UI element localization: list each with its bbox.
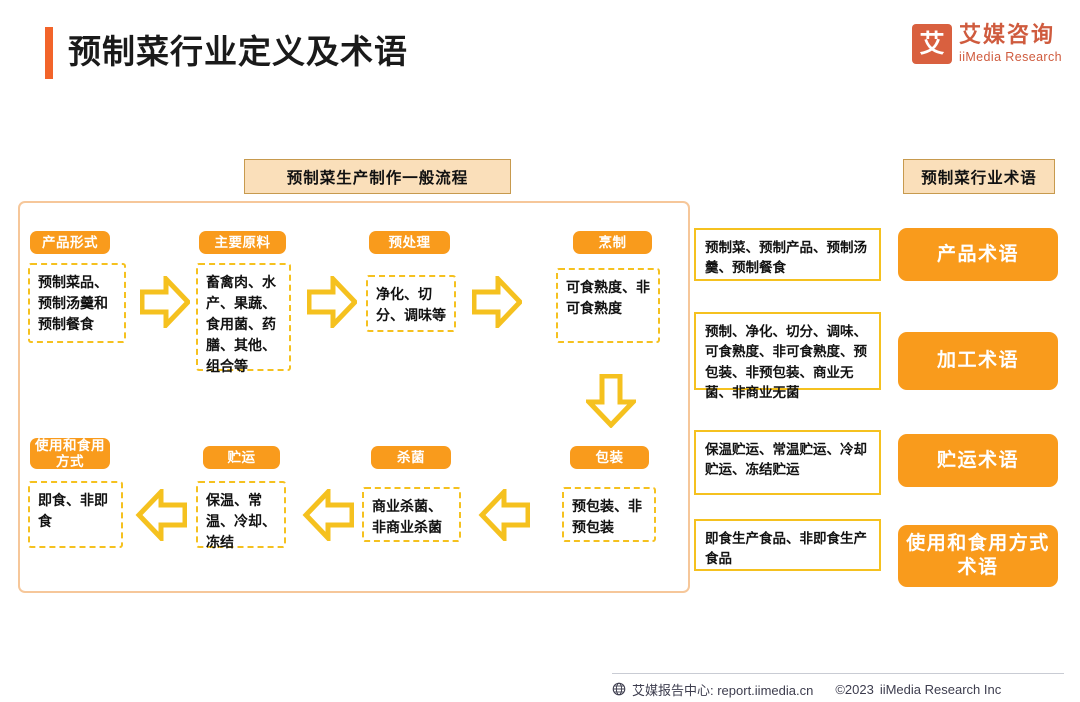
globe-icon <box>612 682 626 696</box>
logo-text: 艾媒咨询 iiMedia Research <box>959 24 1062 64</box>
arrow-down-1 <box>586 374 636 428</box>
flow-label-packaging: 包装 <box>570 446 649 469</box>
flow-label-main-materials: 主要原料 <box>199 231 286 254</box>
logo-mark-icon: 艾 <box>912 24 953 64</box>
arrow-left-1 <box>135 489 187 541</box>
arrow-left-3 <box>478 489 530 541</box>
title-accent-bar <box>45 27 53 79</box>
flow-content-usage-method: 即食、非即食 <box>28 481 123 548</box>
logo-name-en: iiMedia Research <box>959 50 1062 65</box>
arrow-right-1 <box>140 276 190 328</box>
flow-content-pretreatment: 净化、切分、调味等 <box>366 275 456 332</box>
footer-source: 艾媒报告中心: report.iimedia.cn <box>632 682 814 698</box>
flow-content-main-materials: 畜禽肉、水产、果蔬、食用菌、药膳、其他、组合等 <box>196 263 291 374</box>
terms-section-header: 预制菜行业术语 <box>903 159 1055 194</box>
flow-content-cooking: 可食熟度、非可食熟度 <box>556 268 660 343</box>
flow-label-pretreatment: 预处理 <box>369 231 450 254</box>
flow-content-packaging: 预包装、非预包装 <box>562 487 656 542</box>
term-description-usage: 即食生产食品、非即食生产食品 <box>694 519 881 571</box>
term-description-product: 预制菜、预制产品、预制汤羹、预制餐食 <box>694 228 881 281</box>
brand-logo: 艾 艾媒咨询 iiMedia Research <box>912 24 1062 64</box>
term-tag-usage: 使用和食用方式术语 <box>898 525 1058 587</box>
footer-company: iiMedia Research Inc <box>879 681 1002 697</box>
arrow-left-2 <box>302 489 354 541</box>
flow-content-sterilization: 商业杀菌、非商业杀菌 <box>362 487 461 542</box>
term-description-processing: 预制、净化、切分、调味、可食熟度、非可食熟度、预包装、非预包装、商业无菌、非商业… <box>694 312 881 400</box>
flow-label-sterilization: 杀菌 <box>371 446 451 469</box>
logo-name-cn: 艾媒咨询 <box>959 22 1056 48</box>
term-description-storage: 保温贮运、常温贮运、冷却贮运、冻结贮运 <box>694 430 881 495</box>
flow-label-product-form: 产品形式 <box>30 231 110 254</box>
term-tag-processing: 加工术语 <box>898 332 1058 390</box>
flow-content-product-form: 预制菜品、预制汤羹和预制餐食 <box>28 263 126 343</box>
flow-label-storage-transport: 贮运 <box>203 446 280 469</box>
flow-section-header: 预制菜生产制作一般流程 <box>244 159 511 194</box>
footer-copyright: ©2023 <box>835 681 874 697</box>
term-tag-storage: 贮运术语 <box>898 434 1058 487</box>
flow-content-storage-transport: 保温、常温、冷却、冻结 <box>196 481 286 550</box>
arrow-right-2 <box>307 276 357 328</box>
footer-divider <box>612 673 1064 674</box>
arrow-right-3 <box>472 276 522 328</box>
term-tag-product: 产品术语 <box>898 228 1058 281</box>
footer: 艾媒报告中心: report.iimedia.cn ©2023 iiMedia … <box>612 679 1064 699</box>
flow-label-cooking: 烹制 <box>573 231 652 254</box>
page-title: 预制菜行业定义及术语 <box>68 33 408 70</box>
flow-label-usage-method: 使用和食用方式 <box>30 438 110 469</box>
